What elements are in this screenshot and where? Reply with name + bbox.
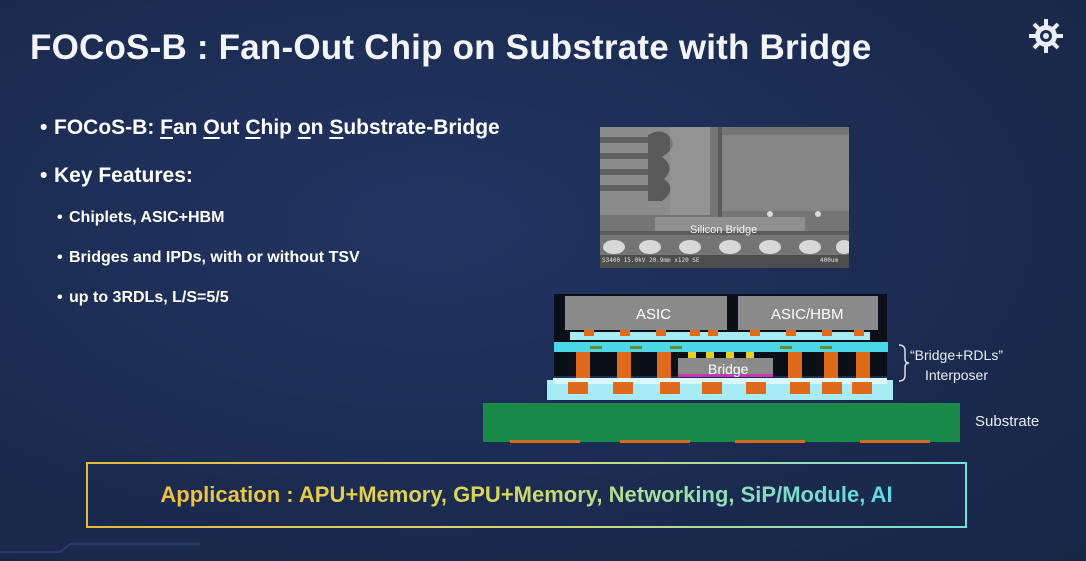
definition-word: an	[172, 116, 204, 139]
interposer-label-line2: Interposer	[924, 367, 989, 383]
interposer-bracket-icon	[898, 344, 910, 382]
application-text: Application : APU+Memory, GPU+Memory, Ne…	[160, 482, 893, 507]
sem-scale-bar-text: 400um	[820, 257, 839, 264]
definition-word: ubstrate-Bridge	[343, 116, 500, 139]
substrate-label: Substrate	[975, 413, 1040, 430]
asic-label: ASIC	[636, 306, 672, 323]
bridge-label: Bridge	[708, 361, 749, 377]
asic-hbm-label: ASIC/HBM	[771, 306, 844, 323]
definition-letter-c: C	[245, 116, 261, 139]
feature-item: •Chiplets, ASIC+HBM	[57, 209, 225, 226]
feature-text: Bridges and IPDs, with or without TSV	[69, 249, 360, 266]
definition-word: n	[310, 116, 330, 139]
definition-letter-f: F	[160, 116, 173, 139]
sem-scale-text: S3400 15.0kV 20.9mm x120 SE	[602, 257, 700, 264]
key-features-label: Key Features:	[54, 164, 193, 187]
package-cross-section-diagram	[483, 294, 960, 443]
interposer-label: “Bridge+RDLs” Interposer	[910, 345, 1003, 385]
definition-word: ut	[219, 116, 246, 139]
gear-logo-icon	[1029, 19, 1063, 53]
sem-image-graphic	[600, 127, 849, 268]
definition-letter-s: S	[329, 116, 344, 139]
application-box: Application : APU+Memory, GPU+Memory, Ne…	[86, 462, 967, 528]
bullet-definition: •FOCoS-B: Fan Out Chip on Substrate-Brid…	[40, 116, 500, 139]
corner-decoration	[0, 543, 200, 553]
interposer-upper-rdl	[554, 342, 888, 352]
substrate-block	[483, 403, 960, 442]
definition-letter-o2: o	[297, 116, 311, 139]
substrate-pads	[510, 440, 930, 443]
slide-title: FOCoS-B : Fan-Out Chip on Substrate with…	[30, 28, 872, 67]
definition-prefix: FOCoS-B:	[54, 116, 161, 139]
definition-letter-o: O	[203, 116, 220, 139]
copper-pillars	[576, 352, 870, 378]
feature-item: •Bridges and IPDs, with or without TSV	[57, 249, 360, 266]
sem-label: Silicon Bridge	[690, 224, 758, 236]
definition-word: hip	[260, 116, 298, 139]
bridge-die	[678, 358, 773, 375]
feature-item: •up to 3RDLs, L/S=5/5	[57, 289, 229, 306]
sem-cross-section-image: Silicon Bridge S3400 15.0kV 20.9mm x120 …	[600, 127, 849, 268]
bullet-key-features: •Key Features:	[40, 164, 193, 187]
die-asic	[565, 296, 727, 330]
feature-text: up to 3RDLs, L/S=5/5	[69, 289, 229, 306]
interposer-label-line1: “Bridge+RDLs”	[910, 347, 1003, 363]
die-asic-hbm	[738, 296, 878, 330]
feature-text: Chiplets, ASIC+HBM	[69, 209, 225, 226]
lower-bumps	[568, 382, 872, 394]
